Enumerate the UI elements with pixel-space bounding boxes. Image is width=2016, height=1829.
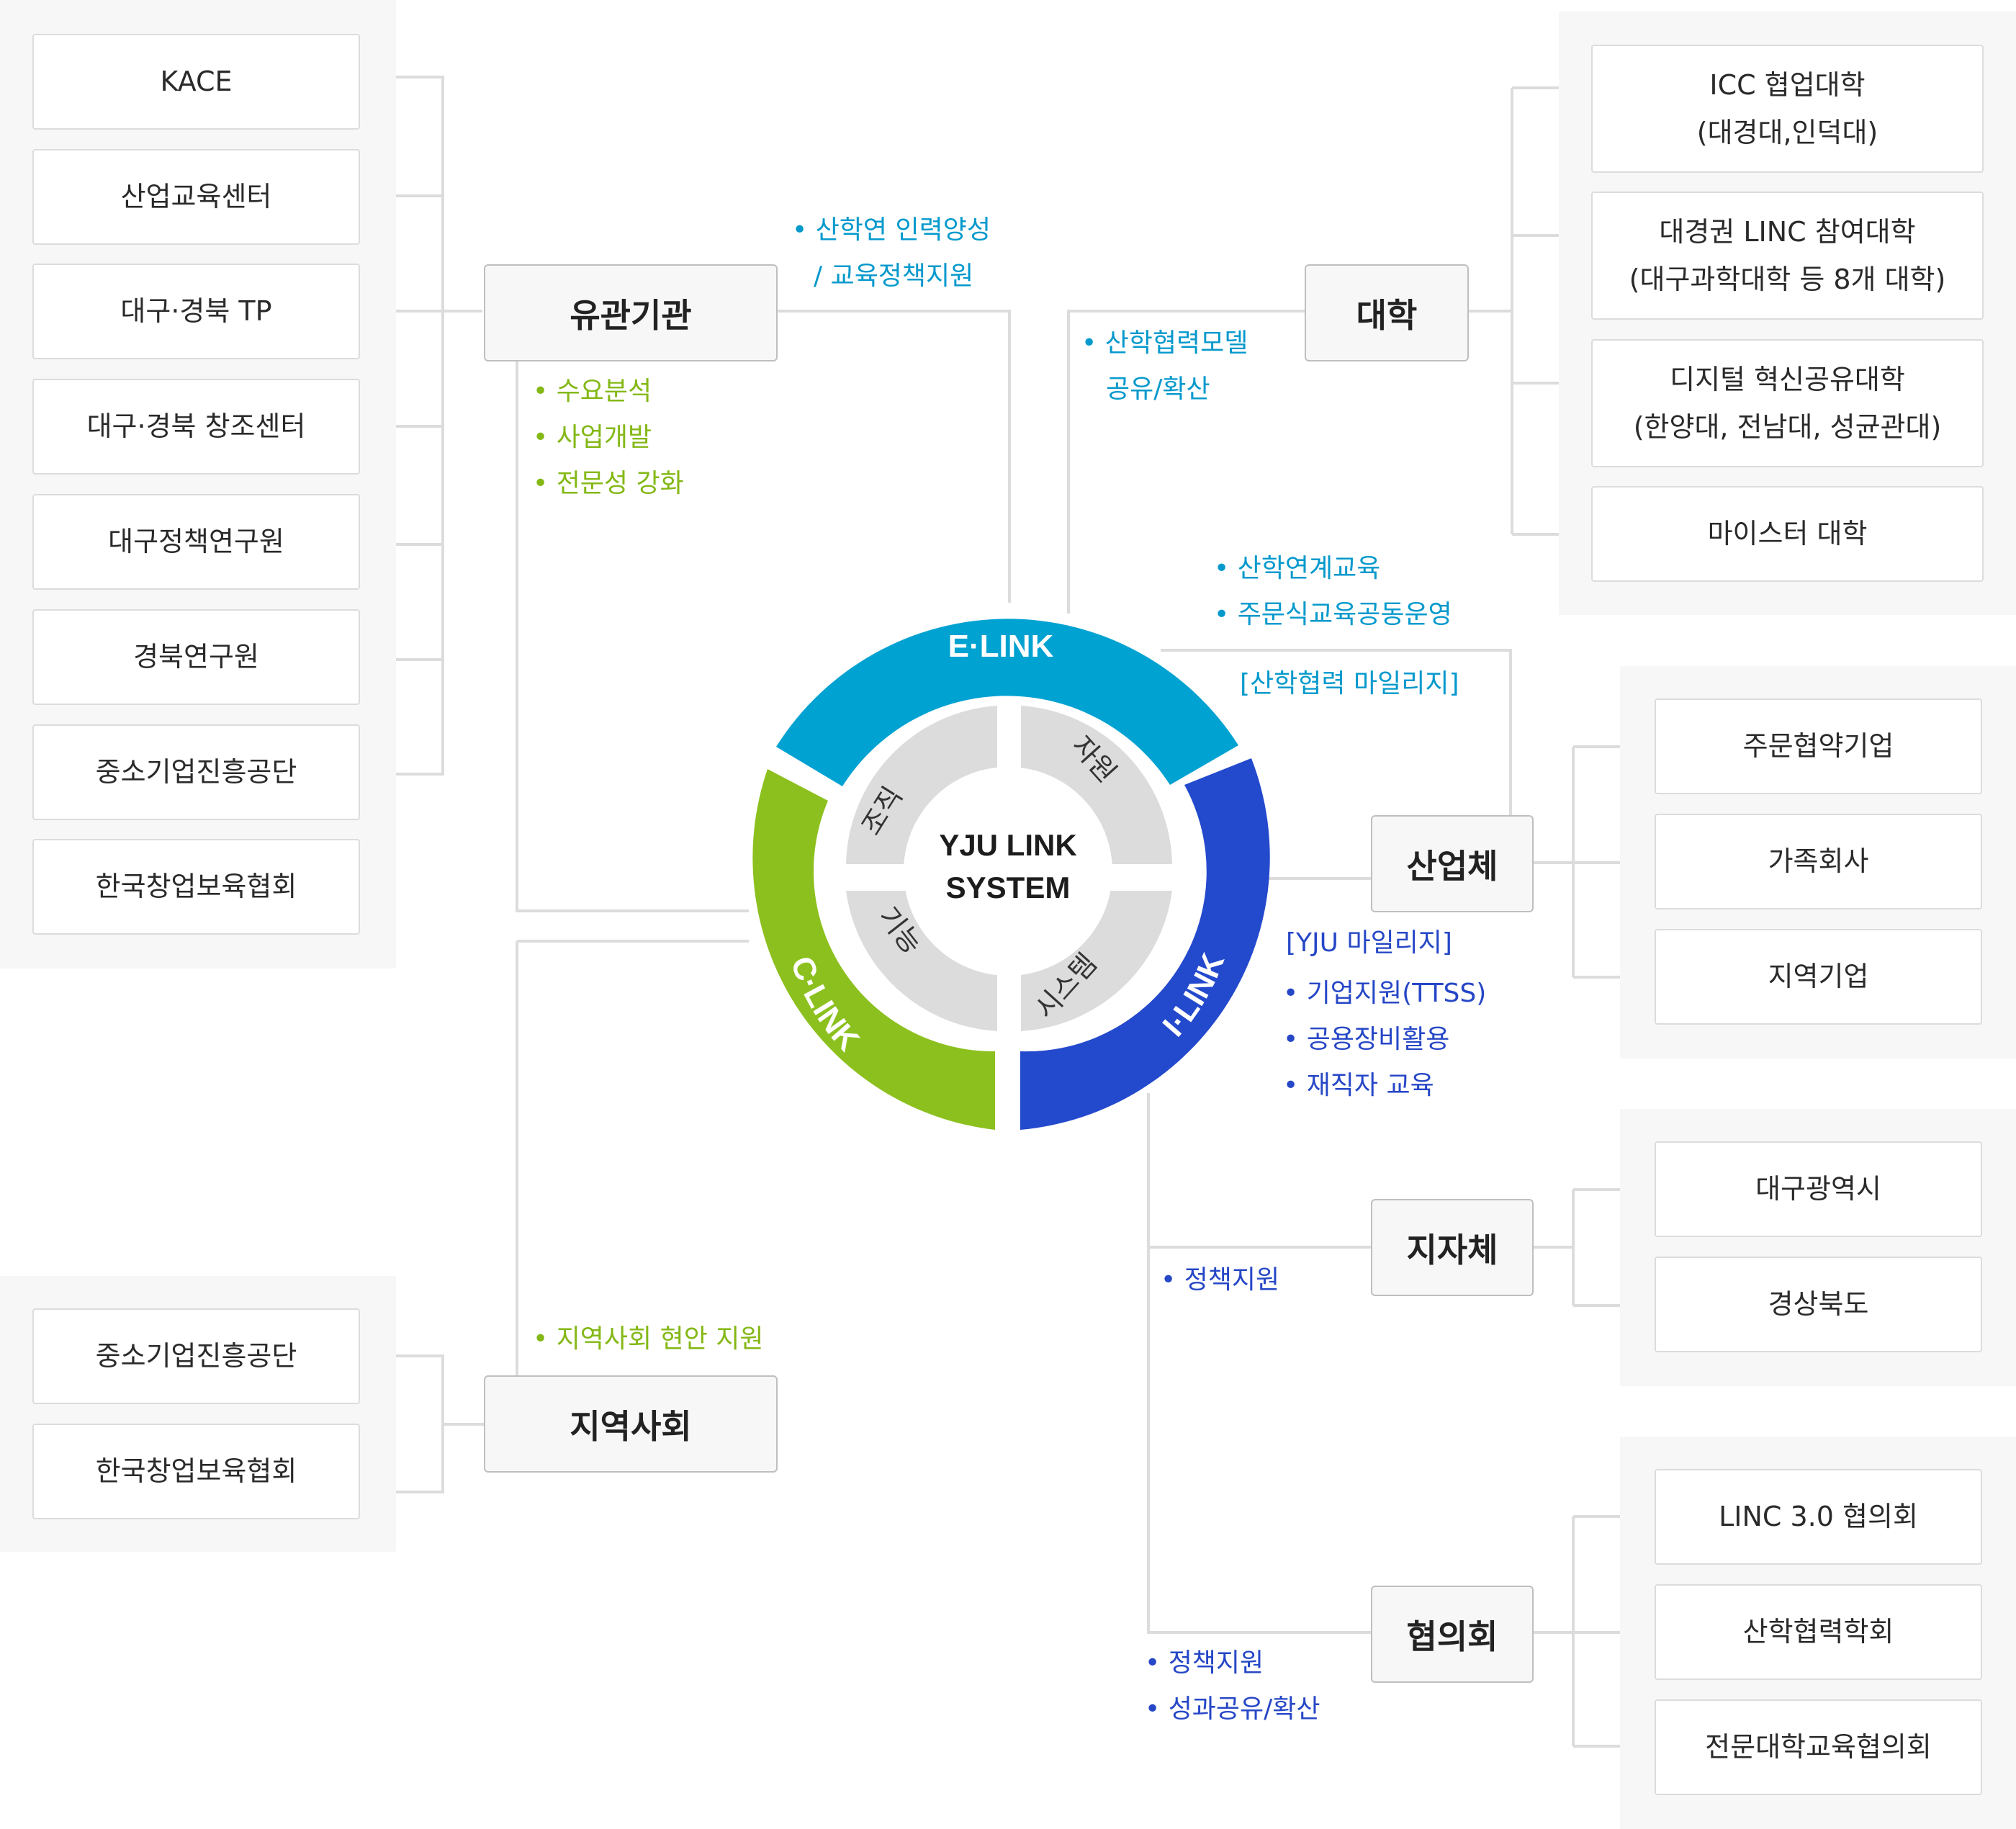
c-link-segment[interactable] [752,769,995,1130]
agencies-side-line2: 사업개발 [556,423,652,452]
elink-mileage-annotation: [산학협력 마일리지] [1240,669,1459,698]
univ-box-linc-line1: 대경권 LINC 참여대학 [1659,215,1916,248]
univ-box-linc[interactable]: 대경권 LINC 참여대학 (대구과학대학 등 8개 대학) [1591,192,1984,320]
community-annotation: • 지역사회 현안 지원 [533,1324,764,1354]
univ-box-digital[interactable]: 디지털 혁신공유대학 (한양대, 전남대, 성균관대) [1591,339,1984,467]
gov-box-gyeongbuk[interactable]: 경상북도 [1655,1257,1982,1352]
org-box-kbia[interactable]: 한국창업보육협회 [32,839,360,935]
gov-box-daegu[interactable]: 대구광역시 [1655,1141,1982,1237]
council-box-linc3[interactable]: LINC 3.0 협의회 [1655,1469,1982,1565]
community-box-sme-corp[interactable]: 중소기업진흥공단 [32,1308,360,1404]
org-box-industry-edu-center[interactable]: 산업교육센터 [32,149,360,245]
univ-box-icc-line1: ICC 협업대학 [1709,68,1866,101]
agencies-top-line2: / 교육정책지원 [814,261,974,291]
agencies-side-line3: 전문성 강화 [556,469,684,498]
yju-mileage-annotation: [YJU 마일리지] [1286,928,1452,958]
hub-university[interactable]: 대학 [1305,264,1469,361]
center-title-line2: SYSTEM [946,871,1071,904]
org-box-daegu-policy-institute[interactable]: 대구정책연구원 [32,494,360,590]
hub-community[interactable]: 지역사회 [484,1375,778,1473]
agencies-side-annotation: • 수요분석 • 사업개발 • 전문성 강화 [533,377,684,498]
org-box-sme-corp[interactable]: 중소기업진흥공단 [32,724,360,820]
hub-council[interactable]: 협의회 [1371,1586,1534,1683]
ilink-industry-line1: 기업지원(TTSS) [1306,979,1487,1008]
industry-box-contract[interactable]: 주문협약기업 [1655,698,1982,794]
ilink-industry-line2: 공용장비활용 [1306,1025,1450,1054]
hub-industry[interactable]: 산업체 [1371,815,1534,912]
university-side-annotation: • 산학협력모델 공유/확산 [1081,328,1248,404]
org-box-creative-center[interactable]: 대구·경북 창조센터 [32,379,360,475]
agencies-top-line1: 산학연 인력양성 [815,215,991,245]
council-box-kcce[interactable]: 전문대학교육협의회 [1655,1699,1982,1795]
i-link-segment[interactable] [1020,758,1270,1130]
univ-box-icc-line2: (대경대,인덕대) [1696,117,1878,148]
government-line1: 정책지원 [1184,1265,1280,1295]
council-box-society[interactable]: 산학협력학회 [1655,1584,1982,1680]
industry-box-family[interactable]: 가족회사 [1655,814,1982,909]
univ-box-digital-line1: 디지털 혁신공유대학 [1670,363,1905,395]
community-box-kbia[interactable]: 한국창업보육협회 [32,1424,360,1519]
agencies-side-line1: 수요분석 [556,377,652,406]
center-title-line1: YJU LINK [939,828,1076,862]
industry-box-local[interactable]: 지역기업 [1655,929,1982,1025]
univ-box-meister-line1: 마이스터 대학 [1707,518,1868,550]
university-side-line2: 공유/확산 [1106,374,1210,404]
council-line1: 정책지원 [1168,1648,1264,1678]
univ-box-meister[interactable]: 마이스터 대학 [1591,486,1984,582]
government-annotation: • 정책지원 [1161,1265,1280,1295]
univ-box-icc[interactable]: ICC 협업대학 (대경대,인덕대) [1591,45,1984,173]
council-line2: 성과공유/확산 [1168,1694,1320,1724]
org-box-kace[interactable]: KACE [32,34,360,130]
council-annotation: • 정책지원 • 성과공유/확산 [1145,1648,1320,1724]
ilink-industry-annotation: • 기업지원(TTSS) • 공용장비활용 • 재직자 교육 [1283,979,1487,1100]
elink-industry-line2: 주문식교육공동운영 [1237,600,1452,629]
agencies-top-annotation: • 산학연 인력양성 / 교육정책지원 [792,215,991,291]
ilink-industry-line3: 재직자 교육 [1306,1071,1434,1100]
community-line1: 지역사회 현안 지원 [556,1324,764,1354]
univ-box-linc-line2: (대구과학대학 등 8개 대학) [1629,264,1946,295]
univ-box-digital-line2: (한양대, 전남대, 성균관대) [1633,411,1942,443]
center-disc [904,767,1112,976]
hub-government[interactable]: 지자체 [1371,1199,1534,1296]
e-link-segment[interactable] [776,619,1238,786]
e-link-label: E·LINK [948,629,1054,664]
org-box-gb-institute[interactable]: 경북연구원 [32,609,360,705]
yju-link-system-diagram: YJU LINK SYSTEM 조직 자원 기능 시스템 E·LINK C·LI… [752,619,1270,1130]
elink-industry-annotation: • 산학연계교육 • 주문식교육공동운영 [1214,554,1452,629]
elink-industry-line1: 산학연계교육 [1237,554,1381,583]
university-side-line1: 산학협력모델 [1104,328,1248,358]
org-box-daegu-gb-tp[interactable]: 대구·경북 TP [32,264,360,359]
hub-agencies[interactable]: 유관기관 [484,264,778,361]
